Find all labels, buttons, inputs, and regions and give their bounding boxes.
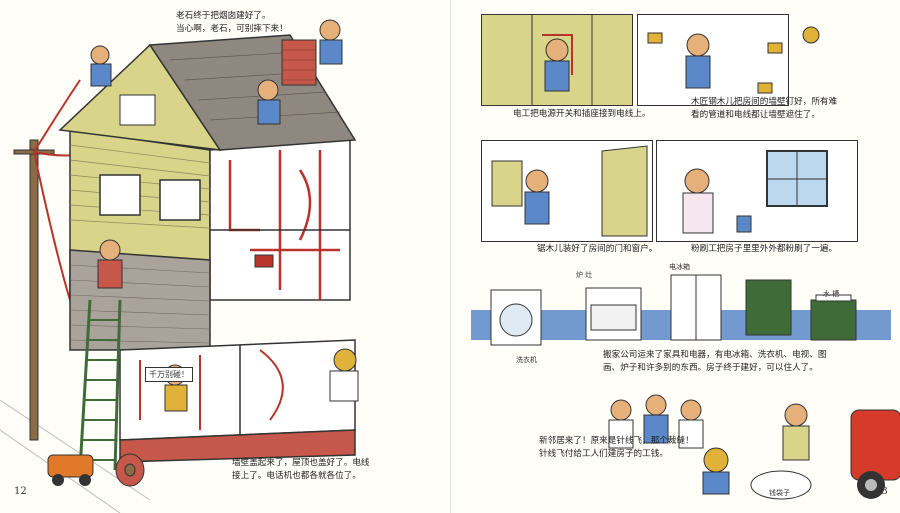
house-construction-illustration [0, 19, 359, 513]
label-sink: 水 槽 [823, 290, 840, 298]
label-moneybag: 钱袋子 [769, 489, 790, 497]
caption-movers: 搬家公司运来了家具和电器，有电冰箱、洗衣机、电视、图 画、炉子和许多别的东西。房… [603, 350, 827, 373]
caption-painter: 粉刷工把房子里里外外都粉刷了一遍。 [691, 244, 838, 254]
caption-neighbor: 新邻居来了！原来是针线飞，那个裁缝！ 针线飞付给工人们建房子的工钱。 [539, 436, 694, 459]
caption-chimney: 老石终于把烟囱建好了。 当心啊，老石，可别摔下来！ [176, 11, 288, 34]
caption-carpenter: 木匠钢木儿把房间的墙壁钉好，所有难 看的管道和电线都让墙壁遮住了。 [691, 97, 838, 120]
panel-doors-windows [481, 140, 653, 242]
panel-electrician [481, 14, 633, 106]
label-stove: 炉 灶 [576, 271, 593, 279]
right-page: 电工把电源开关和插座接到电线上。 木匠钢木儿把房间的墙壁钉好，所有难 看的管道和… [450, 0, 900, 513]
worker-figure [97, 239, 123, 289]
do-not-touch-sign: 千万别碰！ [145, 367, 193, 382]
label-washer: 洗衣机 [516, 356, 537, 364]
caption-doors-windows: 锯木儿装好了房间的门和窗户。 [537, 244, 658, 254]
appliances-row [471, 274, 891, 346]
panel-painter [656, 140, 858, 242]
page-number-right: 13 [875, 486, 888, 497]
label-fridge: 电冰箱 [669, 263, 690, 271]
caption-electrician: 电工把电源开关和插座接到电线上。 [513, 109, 651, 119]
caption-walls-roof: 墙壁盖起来了，屋顶也盖好了。电线 接上了。电话机也都各就各位了。 [232, 458, 370, 481]
left-page: 老石终于把烟囱建好了。 当心啊，老石，可别摔下来！ [0, 11, 370, 513]
moving-in-scene [608, 394, 900, 500]
panel-outlets [637, 14, 789, 106]
page-number-left: 12 [14, 486, 27, 497]
